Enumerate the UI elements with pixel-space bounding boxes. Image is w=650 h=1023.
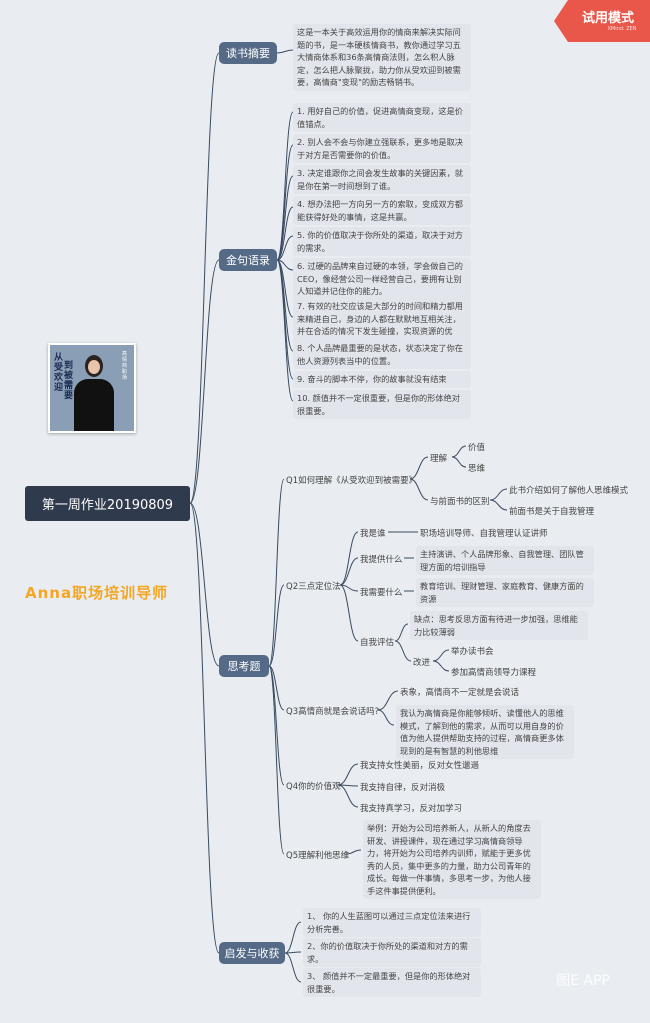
q4-item[interactable]: 我支持自律，反对消极 — [360, 783, 446, 793]
connector — [189, 259, 220, 504]
q1-diff-item[interactable]: 前面书是关于自我管理 — [509, 507, 595, 517]
insight-item[interactable]: 1、 你的人生蓝图可以通过三点定位法来进行分析完善。 — [303, 908, 481, 937]
insight-item[interactable]: 3、 颜值并不一定最重要，但是你的形体绝对很重要。 — [303, 968, 481, 997]
connector — [189, 502, 220, 954]
q2-provide-text[interactable]: 主持演讲、个人品牌形象、自我管理、团队管理方面的培训指导 — [416, 546, 594, 575]
q4-label[interactable]: Q4你的价值观 — [286, 782, 341, 792]
connector — [394, 640, 412, 662]
q2-who-text[interactable]: 职场培训导师、自我管理认证讲师 — [420, 529, 548, 539]
q4-item[interactable]: 我支持女性美丽，反对女性邋遢 — [360, 761, 480, 771]
q1-understand-label[interactable]: 理解 — [430, 454, 448, 464]
connector — [432, 660, 450, 672]
quote-item[interactable]: 10. 颜值并不一定很重要，但是你的形体绝对很重要。 — [293, 390, 471, 419]
connector — [339, 531, 359, 586]
root-label: 第一周作业20190809 — [41, 498, 174, 513]
connector — [276, 259, 294, 402]
q1-understand-item[interactable]: 价值 — [468, 443, 486, 453]
quote-item[interactable]: 3. 决定谁跟你之间会发生故事的关键因素，就是你在第一时间想到了谁。 — [293, 165, 471, 194]
q2-improve-item[interactable]: 举办读书会 — [451, 647, 494, 657]
quote-item[interactable]: 5. 你的价值取决于你所处的渠道，取决于对方的需求。 — [293, 227, 471, 256]
connector — [189, 52, 220, 504]
connector — [377, 709, 395, 726]
q2-need-text[interactable]: 教育培训、理财管理、家庭教育、健康方面的资源 — [416, 578, 594, 607]
branch-quotes-label: 金句语录 — [226, 254, 270, 267]
quote-item[interactable]: 6. 过硬的品牌来自过硬的本领，学会做自己的CEO，像经营公司一样经营自己，要拥… — [293, 258, 471, 300]
connector — [339, 557, 359, 586]
brand-label: Anna职场培训导师 — [25, 584, 169, 602]
insight-item[interactable]: 2、你的价值取决于你所处的渠道和对方的需求。 — [303, 938, 481, 967]
connector — [409, 456, 429, 480]
q1-diff-label[interactable]: 与前面书的区别 — [430, 497, 490, 507]
connector — [276, 144, 294, 261]
q5-text[interactable]: 举例：开始为公司培养新人，从新人的角度去研发、讲授课件，现在通过学习高情商领导力… — [363, 820, 541, 899]
connector — [268, 584, 285, 667]
book-cover-image: 从受欢迎 到被需要 高情商职场 — [48, 343, 136, 433]
connector — [284, 952, 302, 983]
connector — [276, 49, 294, 54]
connector — [345, 849, 362, 855]
q4-item[interactable]: 我支持真学习，反对加学习 — [360, 804, 463, 814]
branch-thinking-label: 思考题 — [227, 660, 261, 673]
q5-label[interactable]: Q5理解利他思维 — [286, 851, 350, 861]
connector — [409, 478, 429, 501]
q2-improve-label[interactable]: 改进 — [413, 658, 431, 668]
watermark: 图E APP — [556, 973, 610, 989]
connector — [339, 584, 359, 642]
connector — [451, 445, 467, 458]
root-node[interactable]: 第一周作业20190809 — [25, 486, 190, 521]
q3-item[interactable]: 我认为高情商是你能够倾听、读懂他人的思维模式，了解到他的需求，从而可以用自身的价… — [396, 705, 574, 759]
q3-label[interactable]: Q3高情商就是会说话吗? — [286, 707, 380, 717]
quote-item[interactable]: 4. 想办法把一方向另一方的索取，变成双方都能获得好处的事情，这是共赢。 — [293, 196, 471, 225]
connector — [489, 488, 508, 501]
quote-item[interactable]: 1. 用好自己的价值，促进高情商变现，这是价值锚点。 — [293, 103, 471, 132]
quote-item[interactable]: 2. 别人会不会与你建立强联系，更多地是取决于对方是否需要你的价值。 — [293, 134, 471, 163]
branch-insight[interactable]: 启发与收获 — [219, 942, 285, 964]
branch-summary[interactable]: 读书摘要 — [219, 42, 277, 64]
connector — [377, 690, 399, 711]
q1-understand-item[interactable]: 思维 — [468, 464, 486, 474]
connector — [276, 206, 294, 261]
book-title-b: 到被需要 — [64, 361, 74, 401]
summary-text[interactable]: 这是一本关于高效运用你的情商来解决实际问题的书，是一本硬核情商书，教你通过学习五… — [293, 24, 471, 91]
book-title-a: 从受欢迎 — [54, 353, 64, 393]
connector — [284, 921, 302, 954]
q3-item[interactable]: 表象，高情商不一定就是会说话 — [400, 688, 520, 698]
connector — [268, 665, 285, 855]
connector — [337, 763, 359, 786]
trial-mode-badge[interactable]: 试用模式 XMind: ZEN — [554, 0, 650, 42]
q2-who-label[interactable]: 我是谁 — [360, 529, 386, 539]
q2-eval-label[interactable]: 自我评估 — [360, 638, 395, 648]
connector — [268, 478, 285, 667]
connector — [339, 584, 359, 592]
q1-diff-item[interactable]: 此书介绍如何了解他人思维模式 — [509, 486, 629, 496]
connector — [276, 235, 294, 261]
q2-provide-label[interactable]: 我提供什么 — [360, 555, 403, 565]
connector — [432, 649, 450, 662]
connector — [337, 784, 359, 808]
branch-insight-label: 启发与收获 — [224, 947, 280, 960]
connector — [451, 456, 467, 468]
branch-thinking[interactable]: 思考题 — [219, 655, 269, 677]
branch-quotes[interactable]: 金句语录 — [219, 249, 277, 271]
q2-need-label[interactable]: 我需要什么 — [360, 588, 403, 598]
q2-eval-weak[interactable]: 缺点：思考反思方面有待进一步加强，思维能力比较薄弱 — [410, 611, 588, 640]
connector — [394, 623, 409, 642]
branch-summary-label: 读书摘要 — [226, 47, 270, 60]
connector — [276, 259, 294, 271]
q2-label[interactable]: Q2三点定位法 — [286, 582, 341, 592]
connector — [276, 259, 294, 380]
quote-item[interactable]: 8. 个人品牌最重要的是状态，状态决定了你在他人资源列表当中的位置。 — [293, 340, 471, 369]
trial-mode-title: 试用模式 — [581, 11, 634, 26]
book-side-text: 高情商职场 — [122, 351, 128, 381]
q1-label[interactable]: Q1如何理解《从受欢迎到被需要》 — [286, 476, 418, 486]
q2-improve-item[interactable]: 参加高情商领导力课程 — [451, 668, 537, 678]
connector — [276, 111, 294, 261]
quote-item[interactable]: 9. 奋斗的脚本不停，你的故事就没有结束 — [293, 371, 471, 388]
trial-mode-sub: XMind: ZEN — [607, 26, 637, 32]
connector — [489, 499, 508, 511]
connector — [189, 502, 220, 667]
